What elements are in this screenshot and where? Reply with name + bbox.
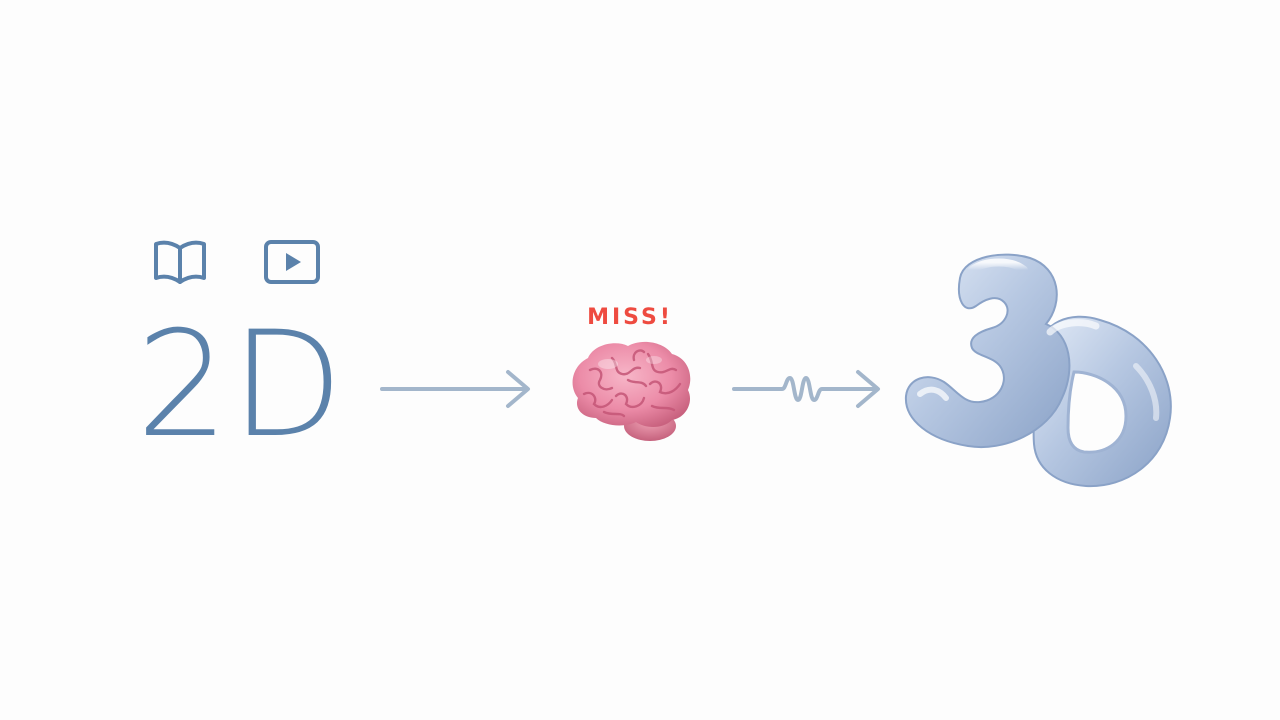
arrow-right-icon [380, 370, 530, 408]
book-icon [154, 240, 206, 284]
video-icon [264, 240, 320, 284]
miss-annotation: MISS! [587, 305, 673, 330]
3d-balloon-logo [904, 253, 1172, 488]
wavy-arrow-right-icon [732, 370, 880, 408]
source-label-2d: 2D [136, 300, 346, 470]
brain-icon [572, 341, 691, 441]
